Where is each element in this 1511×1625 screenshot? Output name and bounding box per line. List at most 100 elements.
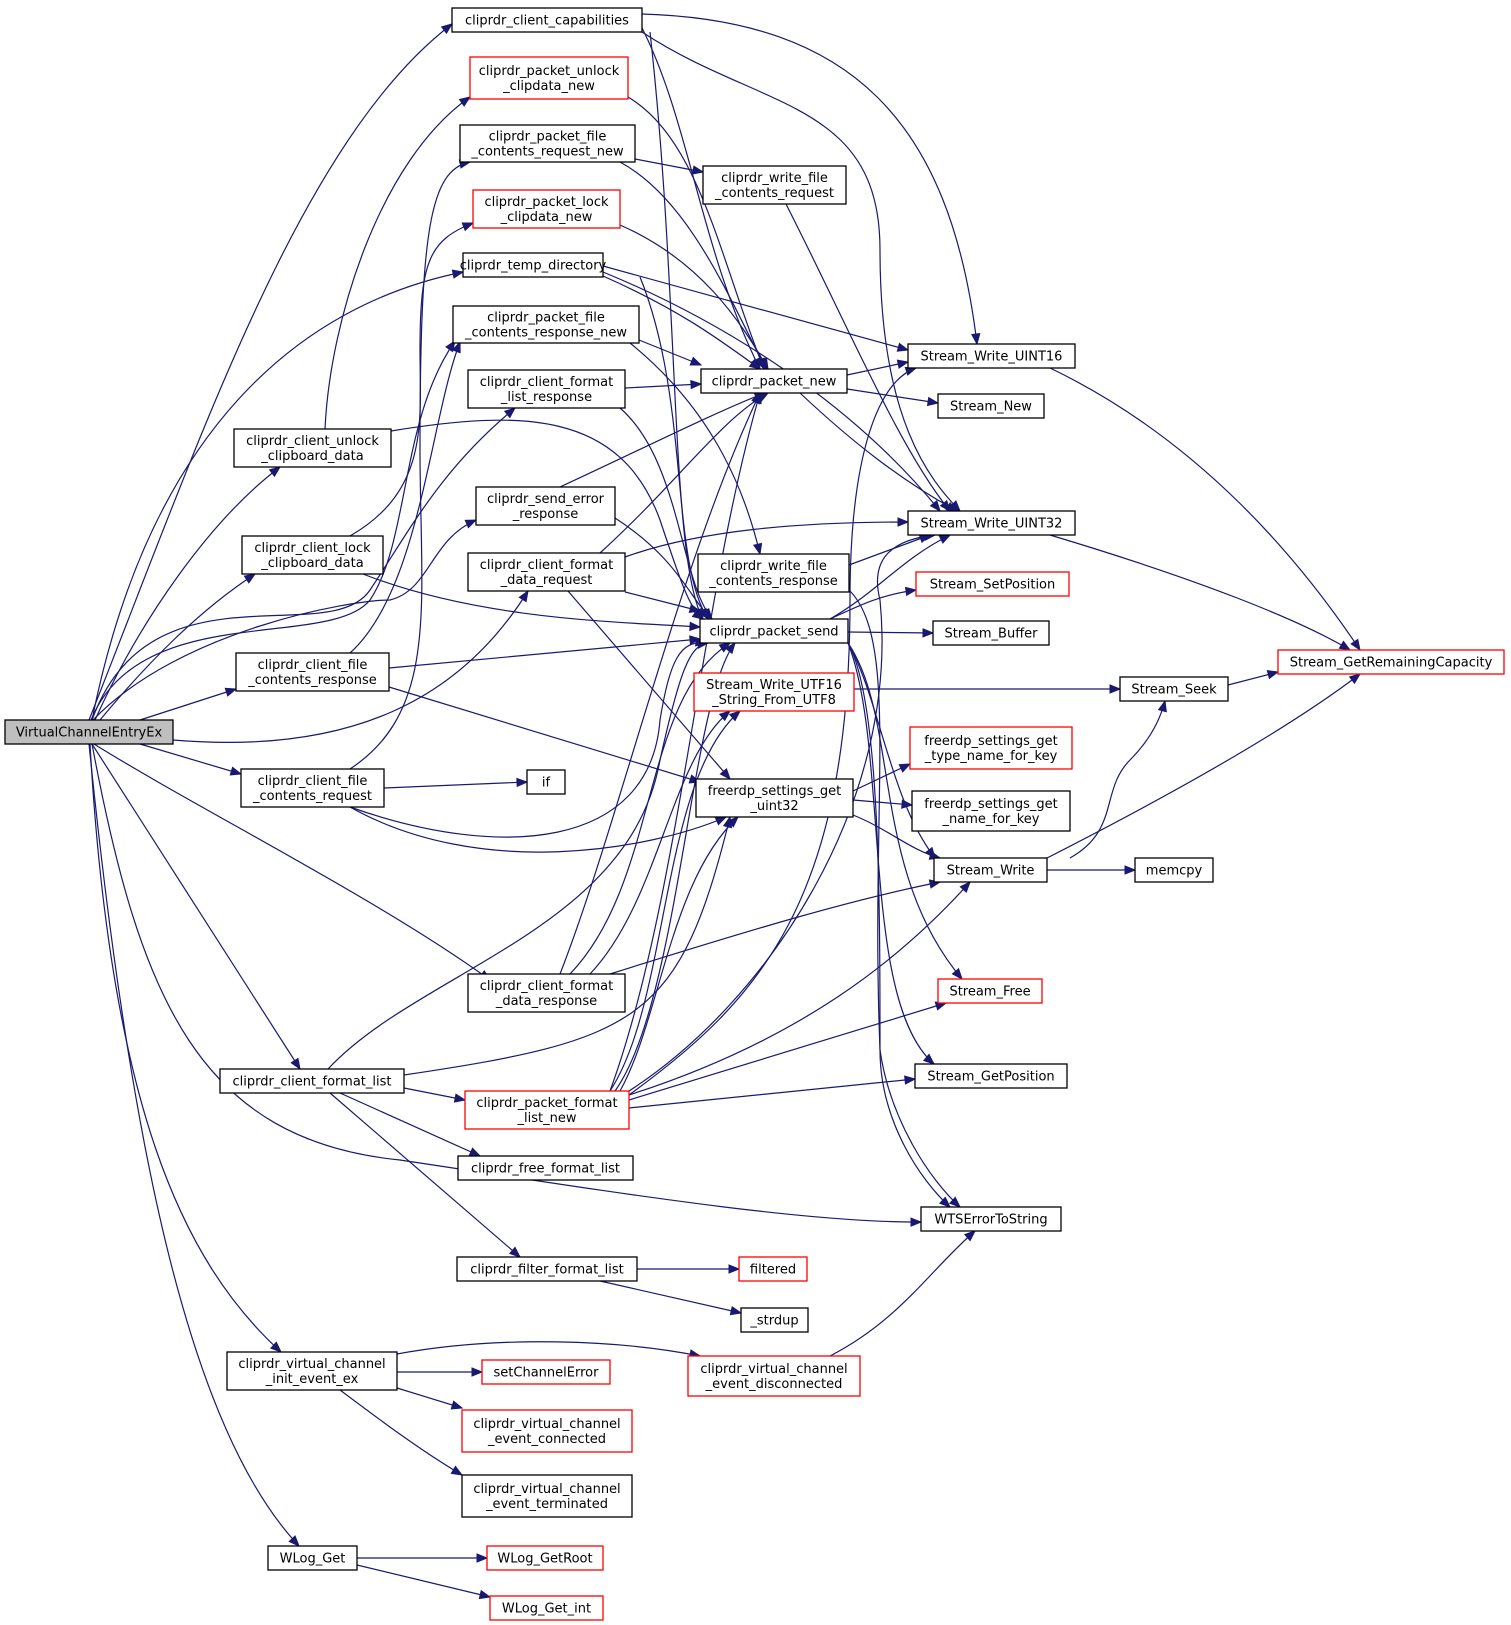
node-n_sfree[interactable]: Stream_Free xyxy=(937,978,1043,1004)
node-n_getpos[interactable]: Stream_GetPosition xyxy=(914,1063,1068,1089)
node-box xyxy=(909,726,1073,770)
node-n_fc_req[interactable]: cliprdr_client_file_contents_request xyxy=(240,768,385,808)
node-n_vc_init[interactable]: cliprdr_virtual_channel_init_event_ex xyxy=(226,1351,398,1391)
node-n_fmtdata_resp[interactable]: cliprdr_client_format_data_response xyxy=(467,973,626,1013)
node-n_fmtlist[interactable]: cliprdr_client_format_list xyxy=(219,1068,405,1094)
node-n_unlock_new[interactable]: cliprdr_packet_unlock_clipdata_new xyxy=(469,56,629,100)
edge-line xyxy=(847,642,951,1208)
node-box xyxy=(907,343,1076,369)
node-n_namekey[interactable]: freerdp_settings_get_name_for_key xyxy=(911,790,1071,832)
node-box xyxy=(699,618,849,644)
node-n_sw_u32[interactable]: Stream_Write_UINT32 xyxy=(907,510,1076,536)
edge-n_pkt_fmtlist_new-to-n_sfree xyxy=(628,1001,948,1101)
edge-line xyxy=(848,534,931,566)
node-n_settings_u32[interactable]: freerdp_settings_get_uint32 xyxy=(695,778,854,818)
arrowhead xyxy=(748,359,762,370)
node-n_if[interactable]: if xyxy=(526,769,566,795)
edge-line xyxy=(639,23,761,370)
node-n_fc_resp[interactable]: cliprdr_client_file_contents_response xyxy=(235,652,390,692)
edge-n_fmtdata_resp-to-n_utf16 xyxy=(589,710,732,975)
node-label: Stream_Write_UTF16 xyxy=(706,678,842,693)
node-n_stream_new[interactable]: Stream_New xyxy=(937,393,1045,419)
node-label: cliprdr_client_format_list xyxy=(232,1075,391,1090)
edge-n_lock_new-to-n_pkt_new xyxy=(619,224,769,371)
node-n_sw_u16[interactable]: Stream_Write_UINT16 xyxy=(907,343,1076,369)
edge-line xyxy=(649,31,704,620)
edge-line xyxy=(629,342,761,555)
node-n_caps[interactable]: cliprdr_client_capabilities xyxy=(451,7,643,33)
node-n_utf16[interactable]: Stream_Write_UTF16_String_From_UTF8 xyxy=(693,672,855,712)
node-box xyxy=(267,1545,358,1571)
edge-n_fmtlist_resp-to-n_pkt_new xyxy=(624,379,703,390)
node-n_memcpy[interactable]: memcpy xyxy=(1134,857,1214,883)
node-n_lock_new[interactable]: cliprdr_packet_lock_clipdata_new xyxy=(472,189,621,229)
edge-line xyxy=(99,573,256,721)
edge-line xyxy=(589,710,731,975)
node-n_fmtlist_resp[interactable]: cliprdr_client_format_list_response xyxy=(467,369,626,409)
node-n_swrite[interactable]: Stream_Write xyxy=(933,857,1048,883)
node-n_pkt_fmtlist_new[interactable]: cliprdr_packet_format_list_new xyxy=(464,1090,630,1130)
edge-line xyxy=(847,642,935,1065)
node-label: Stream_New xyxy=(950,400,1032,415)
node-n_setchanerr[interactable]: setChannelError xyxy=(481,1359,611,1385)
arrowhead xyxy=(471,1367,484,1377)
edge-line xyxy=(609,881,941,975)
edge-line xyxy=(89,743,282,1353)
edge-line xyxy=(852,763,911,792)
node-n_seek[interactable]: Stream_Seek xyxy=(1119,676,1229,702)
edge-n_fcresp_new-to-n_pkt_new xyxy=(638,339,703,366)
node-n_fcresp_new[interactable]: cliprdr_packet_file_contents_response_ne… xyxy=(452,305,640,344)
edge-root-to-n_tempdir xyxy=(91,269,465,721)
node-label: Stream_GetRemainingCapacity xyxy=(1290,656,1493,671)
node-n_pkt_send[interactable]: cliprdr_packet_send xyxy=(699,618,849,644)
node-n_pkt_new[interactable]: cliprdr_packet_new xyxy=(700,368,848,394)
node-box xyxy=(1119,676,1229,702)
node-n_setpos[interactable]: Stream_SetPosition xyxy=(915,571,1070,597)
node-label: WLog_GetRoot xyxy=(497,1552,592,1567)
node-n_remcap[interactable]: Stream_GetRemainingCapacity xyxy=(1277,649,1505,675)
node-n_wlog_root[interactable]: WLog_GetRoot xyxy=(486,1545,604,1571)
node-n_wlog_get[interactable]: WLog_Get xyxy=(267,1545,358,1571)
arrowhead xyxy=(1157,699,1167,713)
node-n_vc_terminated[interactable]: cliprdr_virtual_channel_event_terminated xyxy=(461,1474,633,1518)
edge-n_fmtlist-to-n_filter_fmtlist xyxy=(329,1092,522,1258)
node-n_free_fmtlist[interactable]: cliprdr_free_format_list xyxy=(457,1155,634,1181)
edge-n_fc_resp-to-n_settings_u32 xyxy=(388,686,702,784)
node-n_write_fcresp[interactable]: cliprdr_write_file_contents_response xyxy=(697,553,850,593)
edge-line xyxy=(327,642,709,1070)
node-label: cliprdr_client_file xyxy=(258,658,368,673)
edge-n_pkt_new-to-n_sw_u16 xyxy=(846,359,910,376)
node-box xyxy=(693,672,855,712)
node-n_vc_connected[interactable]: cliprdr_virtual_channel_event_connected xyxy=(461,1409,633,1453)
node-label: Stream_Buffer xyxy=(945,627,1039,642)
node-n_send_err[interactable]: cliprdr_send_error_response xyxy=(475,486,616,526)
node-n_filtered[interactable]: filtered xyxy=(738,1256,808,1282)
edge-n_settings_u32-to-n_typename xyxy=(852,763,912,792)
node-n_wts[interactable]: WTSErrorToString xyxy=(920,1206,1062,1232)
node-root[interactable]: VirtualChannelEntryEx xyxy=(4,719,174,745)
arrowhead xyxy=(951,967,963,981)
node-n_vc_disconnected[interactable]: cliprdr_virtual_channel_event_disconnect… xyxy=(687,1355,861,1397)
node-n_strdup[interactable]: _strdup xyxy=(740,1307,809,1333)
arrowhead xyxy=(700,608,714,620)
node-n_write_fcreq[interactable]: cliprdr_write_file_contents_request xyxy=(702,165,847,205)
node-n_typename[interactable]: freerdp_settings_get_type_name_for_key xyxy=(909,726,1073,770)
edge-n_pkt_send-to-n_setpos xyxy=(829,586,918,620)
node-label: _list_response xyxy=(500,390,592,405)
edge-n_pkt_fmtlist_new-to-n_getpos xyxy=(628,1075,917,1109)
node-n_lock_cb[interactable]: cliprdr_client_lock_clipboard_data xyxy=(241,535,384,575)
arrowhead xyxy=(926,396,940,407)
arrowhead xyxy=(1338,640,1352,651)
edge-n_vc_init-to-n_vc_terminated xyxy=(339,1389,464,1476)
edge-line xyxy=(91,743,301,1070)
node-box xyxy=(489,1595,604,1621)
node-n_buffer[interactable]: Stream_Buffer xyxy=(932,620,1050,646)
node-n_filter_fmtlist[interactable]: cliprdr_filter_format_list xyxy=(456,1256,638,1282)
node-n_tempdir[interactable]: cliprdr_temp_directory xyxy=(460,252,607,278)
node-box xyxy=(486,1545,604,1571)
node-n_fcreq_new[interactable]: cliprdr_packet_file_contents_request_new xyxy=(459,124,636,163)
node-n_unlock_cb[interactable]: cliprdr_client_unlock_clipboard_data xyxy=(233,428,392,468)
node-n_fmtdata_req[interactable]: cliprdr_client_format_data_request xyxy=(467,552,626,592)
edge-line xyxy=(599,392,769,554)
node-n_wlog_int[interactable]: WLog_Get_int xyxy=(489,1595,604,1621)
